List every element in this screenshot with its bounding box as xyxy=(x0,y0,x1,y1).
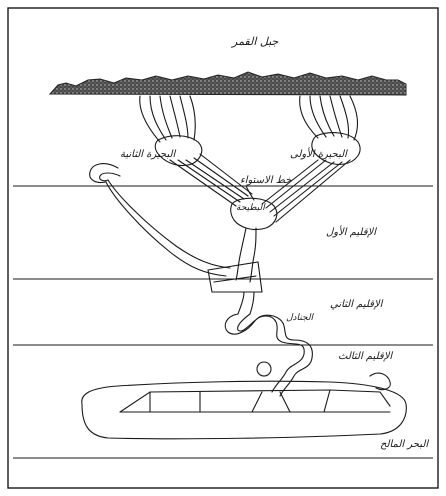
second-clime-label: الإقليم الثاني xyxy=(330,300,382,310)
mountain-band xyxy=(50,72,406,95)
channels-right xyxy=(262,160,350,222)
first-clime-label: الإقليم الأول xyxy=(326,228,376,238)
cataract-meanders xyxy=(225,314,312,396)
top-label: جبل القمر xyxy=(232,36,278,47)
streams-to-first-lake xyxy=(300,96,358,140)
second-lake-label: البحيرة الثانية xyxy=(120,150,175,160)
equator-label: خط الاستواء xyxy=(240,176,291,186)
cataracts-label: الجنادل xyxy=(286,314,313,323)
salt-sea-label: البحر المالح xyxy=(380,440,428,450)
first-lake-label: البحيرة الأولى xyxy=(290,150,347,160)
delta-branches xyxy=(120,390,390,412)
first-clime-lake xyxy=(208,262,262,292)
main-nile-channel xyxy=(236,228,256,282)
streams-to-second-lake xyxy=(140,96,195,142)
junction-label: البطيحة xyxy=(236,204,265,213)
delta-outline xyxy=(82,381,407,439)
second-clime-river xyxy=(238,292,254,314)
small-circle-mark xyxy=(257,362,271,376)
third-clime-label: الإقليم الثالث xyxy=(338,352,392,362)
